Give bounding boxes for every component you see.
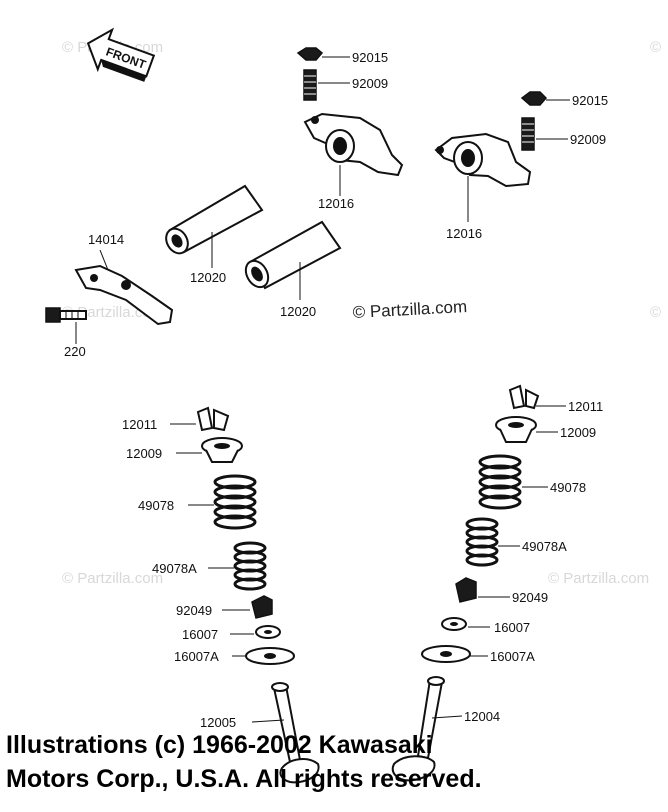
spring-retainer-12009-left <box>201 437 243 463</box>
front-arrow: FRONT <box>86 27 156 82</box>
valve-keeper-12011-right <box>508 384 540 410</box>
spring-seat-16007-right <box>441 617 467 631</box>
part-label-12020: 12020 <box>280 304 316 319</box>
part-label-12011: 12011 <box>568 399 603 414</box>
part-label-92049: 92049 <box>176 603 212 618</box>
plate-14014 <box>74 264 174 326</box>
bolt-220 <box>45 307 87 323</box>
spring-seat-16007A-left <box>245 647 295 665</box>
part-label-12020: 12020 <box>190 270 226 285</box>
nut-92015-right <box>520 91 548 106</box>
intake-valve-12004 <box>391 676 445 782</box>
valve-spring-49078A-right <box>465 517 499 567</box>
part-label-92015: 92015 <box>352 50 388 65</box>
spring-seat-16007A-right <box>421 645 471 663</box>
rocker-arm-12016-left <box>303 112 404 177</box>
valve-spring-49078A-left <box>233 541 267 591</box>
rocker-shaft-12020-lower <box>244 220 342 290</box>
watermark: © <box>650 39 661 56</box>
part-label-12016: 12016 <box>446 226 482 241</box>
rocker-shaft-12020-upper <box>165 184 264 255</box>
part-label-92009: 92009 <box>352 76 388 91</box>
copyright-line-2: Motors Corp., U.S.A. All rights reserved… <box>6 765 482 793</box>
part-label-49078: 49078 <box>550 480 586 495</box>
part-label-49078A: 49078A <box>152 561 197 576</box>
oil-seal-92049-right <box>455 577 477 603</box>
watermark: © <box>650 304 661 321</box>
exhaust-valve-12005 <box>271 682 320 784</box>
part-label-12005: 12005 <box>200 715 236 730</box>
spring-seat-16007-left <box>255 625 281 639</box>
part-label-49078A: 49078A <box>522 539 567 554</box>
part-label-92049: 92049 <box>512 590 548 605</box>
part-label-49078: 49078 <box>138 498 174 513</box>
stud-92009-right <box>521 117 535 151</box>
watermark: © Partzilla.com <box>548 570 649 587</box>
oil-seal-92049-left <box>251 595 273 619</box>
part-label-16007: 16007 <box>182 627 218 642</box>
part-label-12009: 12009 <box>126 446 162 461</box>
part-label-92009: 92009 <box>570 132 606 147</box>
part-label-220: 220 <box>64 344 86 359</box>
part-label-16007A: 16007A <box>174 649 219 664</box>
part-label-12004: 12004 <box>464 709 500 724</box>
part-label-14014: 14014 <box>88 232 124 247</box>
rocker-arm-12016-right <box>434 132 532 188</box>
part-label-16007: 16007 <box>494 620 530 635</box>
part-label-12011: 12011 <box>122 417 157 432</box>
valve-spring-49078-left <box>213 474 257 530</box>
part-label-16007A: 16007A <box>490 649 535 664</box>
spring-retainer-12009-right <box>495 416 537 443</box>
copyright-notice: Illustrations (c) 1966-2002 Kawasaki Mot… <box>6 728 666 796</box>
watermark: © Partzilla.com <box>62 570 163 587</box>
part-label-92015: 92015 <box>572 93 608 108</box>
valve-keeper-12011-left <box>196 406 230 432</box>
copyright-line-1: Illustrations (c) 1966-2002 Kawasaki <box>6 731 433 759</box>
watermark-main: © Partzilla.com <box>352 297 467 322</box>
nut-92015-left <box>296 47 324 61</box>
part-label-12016: 12016 <box>318 196 354 211</box>
part-label-12009: 12009 <box>560 425 596 440</box>
valve-spring-49078-right <box>478 454 522 510</box>
stud-92009-left <box>303 69 317 101</box>
